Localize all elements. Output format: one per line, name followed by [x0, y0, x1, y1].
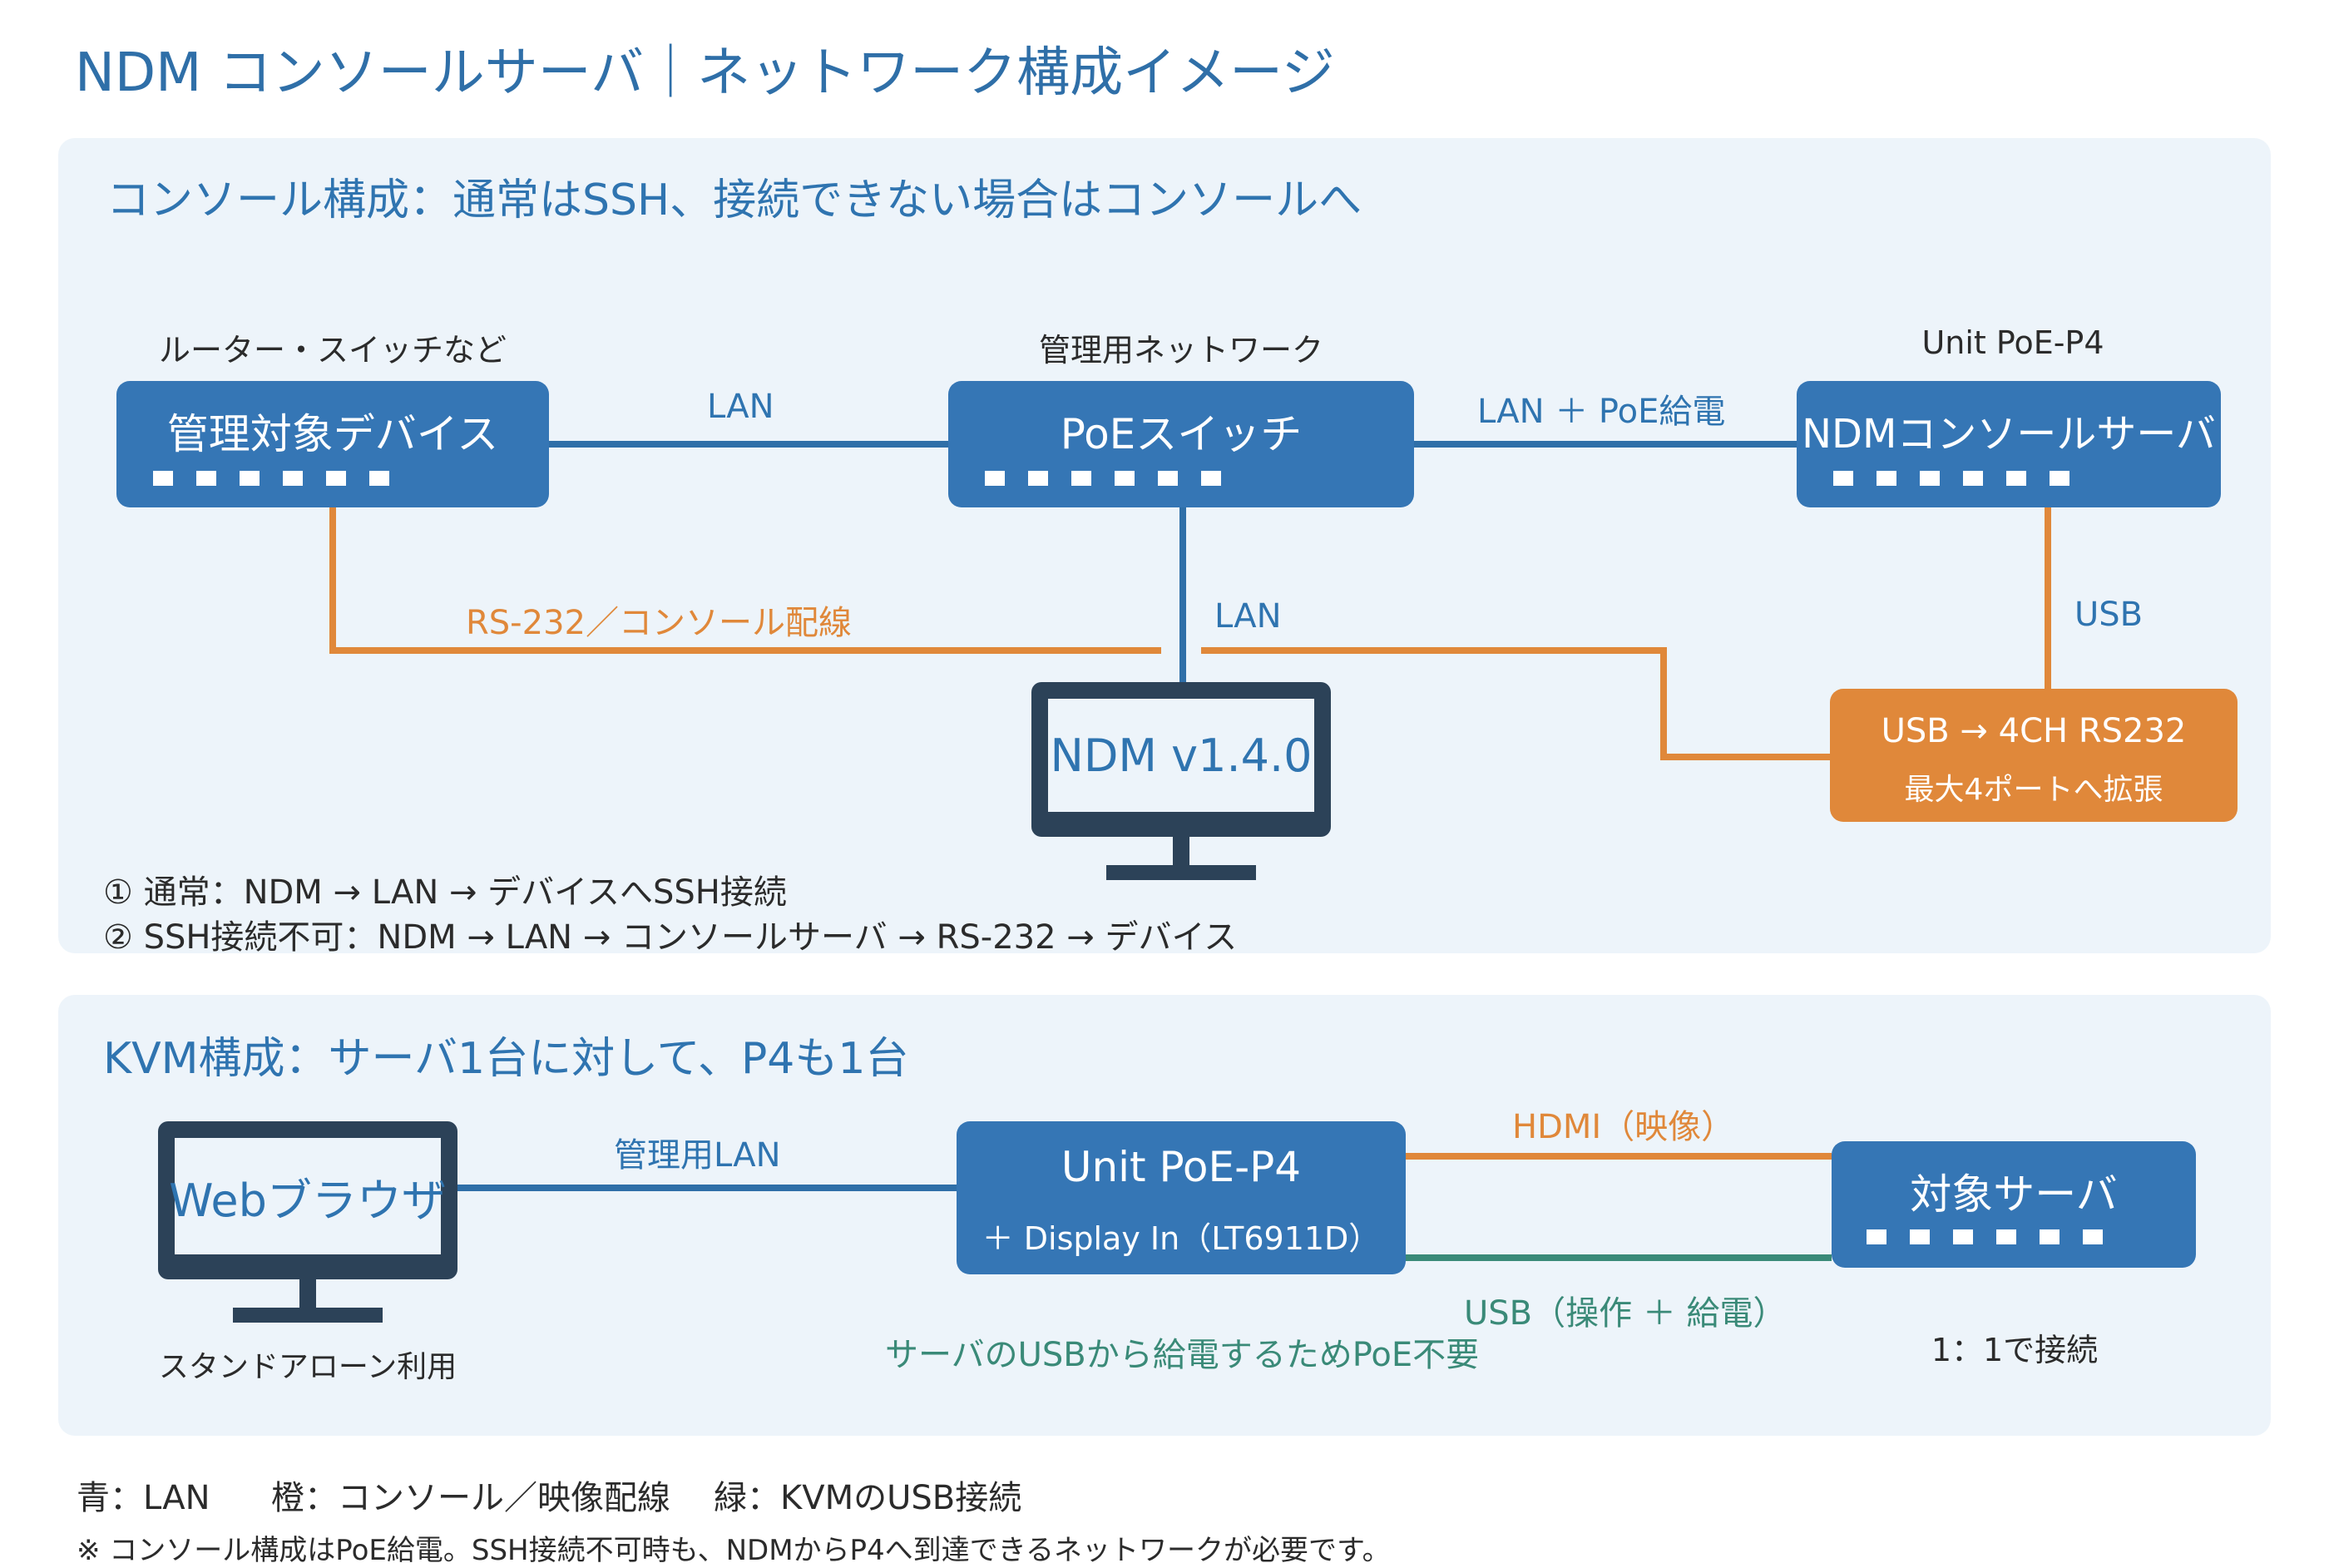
lan-poe-link-switch-server [1414, 441, 1802, 448]
switch-caption: 管理用ネットワーク [1038, 332, 1323, 369]
flow-note-normal: ① 通常：NDM → LAN → デバイスへSSH接続 [103, 873, 787, 912]
browser-caption: スタンドアローン利用 [158, 1350, 457, 1384]
ndm-monitor-screen: NDM v1.4.0 [1048, 699, 1314, 812]
rs232-link-vertical-2 [1660, 647, 1667, 760]
mgmt-lan-link [457, 1185, 957, 1191]
one-to-one-note: 1：1で接続 [1931, 1332, 2099, 1368]
flow-note-fallback: ② SSH接続不可：NDM → LAN → コンソールサーバ → RS-232 … [103, 918, 1238, 957]
rs232-link-horizontal [329, 647, 1161, 654]
lan-link-device-switch [549, 441, 952, 448]
lan-poe-label: LAN ＋ PoE給電 [1477, 393, 1726, 431]
usb-kvm-label: USB（操作 ＋ 給電） [1464, 1294, 1787, 1333]
device-caption: ルーター・スイッチなど [158, 332, 507, 369]
display-in-label: ＋ Display In（LT6911D） [982, 1220, 1381, 1257]
port-row [985, 471, 1221, 486]
hdmi-link [1406, 1153, 1832, 1160]
rs232-link-device-vertical [329, 507, 336, 654]
rs232-label: RS-232／コンソール配線 [466, 604, 852, 642]
usb-label: USB [2074, 596, 2144, 634]
usb-adapter-line2: 最大4ポートへ拡張 [1904, 773, 2163, 807]
server-caption: Unit PoE-P4 [1921, 324, 2104, 361]
poe-switch-box: PoEスイッチ [948, 381, 1414, 507]
lan-link-switch-ndm [1179, 507, 1186, 685]
target-server-box: 対象サーバ [1832, 1141, 2196, 1268]
console-server-box: NDMコンソールサーバ [1797, 381, 2221, 507]
managed-device-label: 管理対象デバイス [166, 410, 499, 458]
rs232-link-to-usb-adapter [1201, 647, 1667, 654]
console-section-heading: コンソール構成：通常はSSH、接続できない場合はコンソールへ [106, 176, 1362, 225]
browser-monitor-stand [299, 1279, 316, 1313]
hdmi-label: HDMI（映像） [1512, 1108, 1735, 1146]
mgmt-lan-label: 管理用LAN [614, 1136, 781, 1175]
unit-poe-p4-label: Unit PoE-P4 [1061, 1143, 1302, 1191]
footnote: ※ コンソール構成はPoE給電。SSH接続不可時も、NDMからP4へ到達できるネ… [77, 1534, 1391, 1567]
poe-not-required-note: サーバのUSBから給電するためPoE不要 [885, 1336, 1480, 1374]
browser-monitor-screen: Webブラウザ [169, 1138, 447, 1254]
kvm-section-heading: KVM構成：サーバ1台に対して、P4も1台 [103, 1034, 909, 1084]
page-title: NDM コンソールサーバ｜ネットワーク構成イメージ [75, 42, 1335, 104]
legend-green: 緑：KVMのUSB接続 [714, 1479, 1022, 1517]
lan-label-1: LAN [707, 388, 774, 426]
unit-poe-p4-box: Unit PoE-P4 ＋ Display In（LT6911D） [957, 1121, 1406, 1274]
usb-adapter-line1: USB → 4CH RS232 [1881, 712, 2187, 750]
poe-switch-label: PoEスイッチ [1060, 410, 1303, 458]
legend-blue: 青：LAN [77, 1479, 210, 1517]
managed-device-box: 管理対象デバイス [116, 381, 549, 507]
console-server-label: NDMコンソールサーバ [1802, 411, 2216, 458]
rs232-link-into-adapter [1660, 754, 1837, 760]
ndm-monitor-base [1106, 865, 1256, 880]
browser-monitor-base [233, 1308, 383, 1323]
port-row [1867, 1229, 2103, 1244]
legend-orange: 橙：コンソール／映像配線 [271, 1479, 670, 1517]
port-row [153, 471, 389, 486]
target-server-label: 対象サーバ [1910, 1170, 2118, 1219]
usb-link-server-adapter [2045, 507, 2051, 690]
usb-rs232-adapter-box: USB → 4CH RS232 最大4ポートへ拡張 [1830, 689, 2238, 822]
lan-label-2: LAN [1214, 597, 1282, 636]
port-row [1833, 471, 2069, 486]
usb-kvm-link [1406, 1254, 1832, 1261]
ndm-monitor-stand [1173, 837, 1189, 868]
